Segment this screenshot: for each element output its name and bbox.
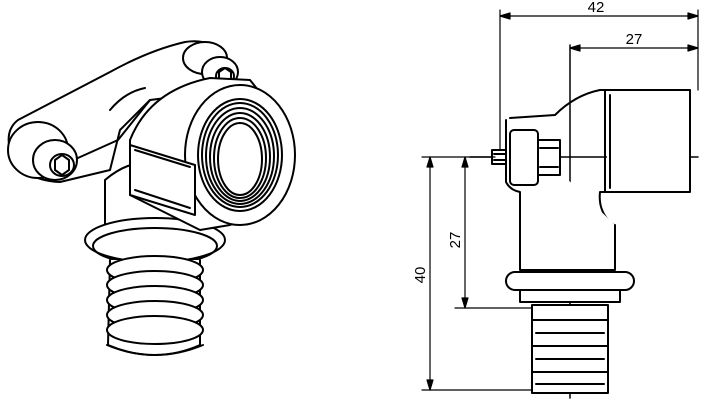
dim-width-outlet: 27 [626,31,643,48]
outlet-body [598,89,691,226]
dimension-lines [421,9,699,391]
side-collar-inner [519,289,621,303]
side-collar [505,271,635,291]
nut-flange [537,139,561,176]
hex-socket-left-icon [54,154,70,176]
bracket-curve [109,87,146,111]
outlet-shoulder [509,89,601,119]
side-view: 42 27 40 27 [412,0,699,399]
dim-height-overall: 40 [412,267,429,284]
side-barbed-tail [531,304,609,394]
dim-height-outlet: 27 [447,232,464,249]
threaded-outlet [129,77,296,231]
isometric-view [7,40,296,356]
dimension-labels: 42 27 40 27 [412,0,642,283]
barbed-tail [106,255,204,356]
dim-width-overall: 42 [588,0,605,16]
mounting-nut [509,129,539,186]
